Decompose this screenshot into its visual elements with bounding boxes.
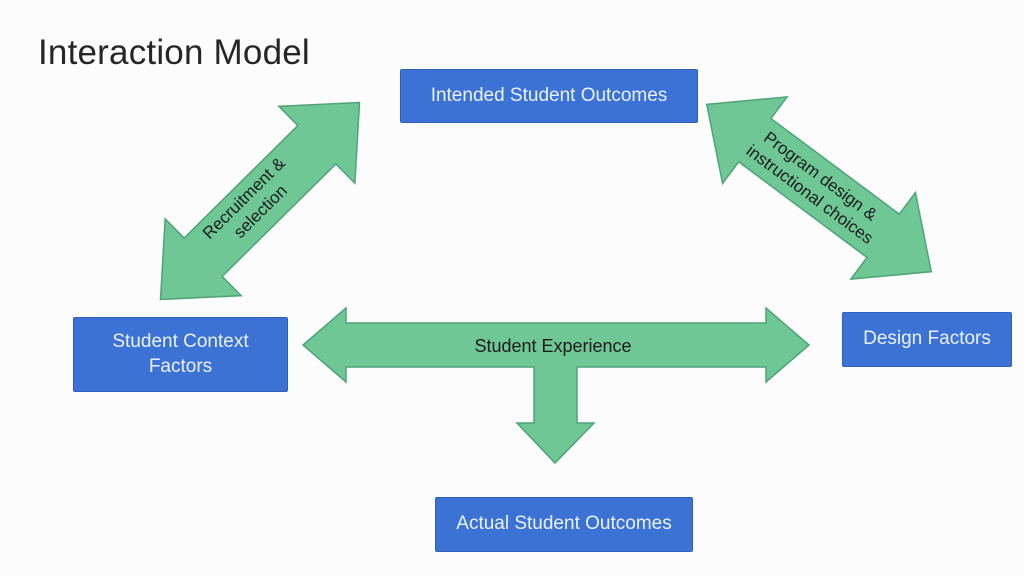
node-design-factors: Design Factors: [842, 312, 1012, 367]
double-arrow-icon: [705, 95, 933, 281]
student-experience-arrow: Student Experience: [301, 306, 811, 465]
double-arrow-icon: [159, 101, 361, 301]
triple-arrow-icon: [301, 306, 811, 465]
node-actual-student-outcomes: Actual Student Outcomes: [435, 497, 693, 552]
student-experience-label: Student Experience: [474, 336, 631, 356]
page-title: Interaction Model: [38, 33, 310, 72]
recruitment-selection-arrow: Recruitment & selection: [159, 101, 361, 301]
program-design-arrow: Program design & instructional choices: [705, 95, 933, 281]
node-student-context-factors: Student Context Factors: [73, 317, 288, 392]
node-intended-student-outcomes: Intended Student Outcomes: [400, 69, 698, 123]
